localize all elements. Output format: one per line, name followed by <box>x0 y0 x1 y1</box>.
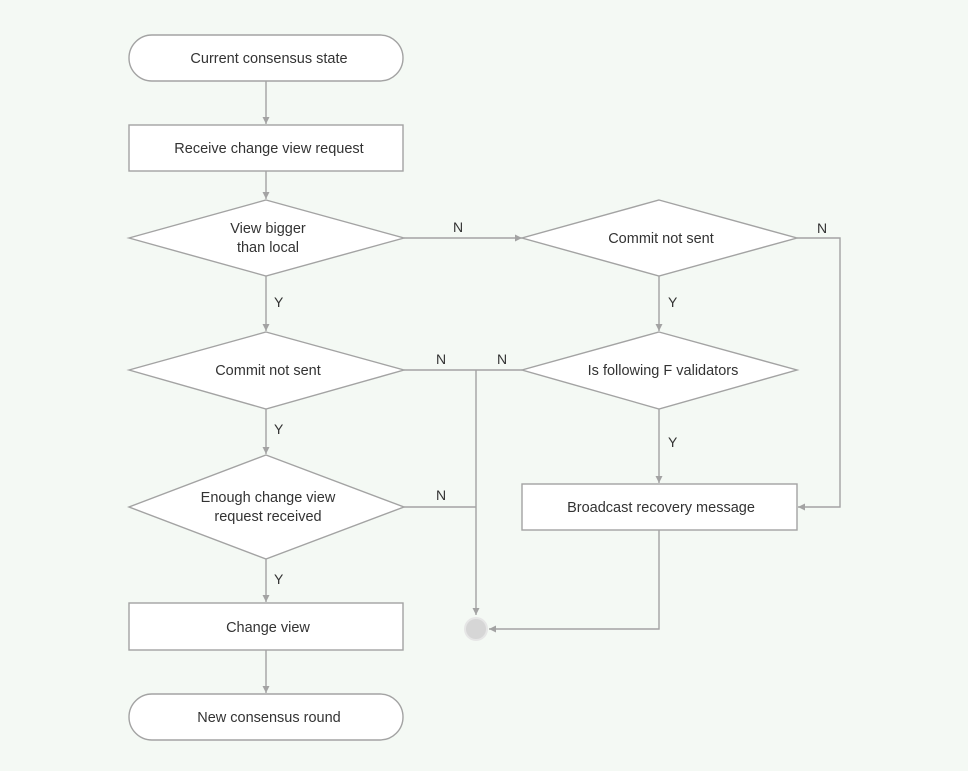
node-change-view-label: Change view <box>226 620 310 636</box>
label-following-no: N <box>497 351 507 367</box>
terminal-shape <box>128 34 404 82</box>
node-enough-label-line2: request received <box>214 509 321 525</box>
node-new-round: New consensus round <box>128 693 404 741</box>
node-commit-right-label: Commit not sent <box>608 231 714 247</box>
label-view-bigger-yes: Y <box>274 294 284 310</box>
node-enough: Enough change view request received <box>127 454 406 560</box>
label-commit-right-yes: Y <box>668 294 678 310</box>
node-start: Current consensus state <box>128 34 404 82</box>
node-enough-label-line1: Enough change view <box>201 490 336 506</box>
label-enough-no: N <box>436 487 446 503</box>
node-commit-left: Commit not sent <box>126 331 407 410</box>
edge-commit-right-no <box>797 237 841 511</box>
process-shape <box>128 124 404 172</box>
node-following-label: Is following F validators <box>588 363 739 379</box>
node-commit-left-label: Commit not sent <box>215 363 321 379</box>
label-view-bigger-no: N <box>453 219 463 235</box>
node-new-round-label: New consensus round <box>197 710 340 726</box>
decision-shape <box>519 331 800 410</box>
label-commit-left-yes: Y <box>274 421 284 437</box>
node-view-bigger: View bigger than local <box>126 199 407 277</box>
label-following-yes: Y <box>668 434 678 450</box>
process-shape <box>128 602 404 651</box>
edge-broadcast-to-end <box>489 530 660 633</box>
node-receive: Receive change view request <box>128 124 404 172</box>
node-change-view: Change view <box>128 602 404 651</box>
terminal-shape <box>128 693 404 741</box>
node-start-label: Current consensus state <box>190 51 347 67</box>
label-commit-right-no: N <box>817 220 827 236</box>
decision-shape <box>519 199 800 277</box>
node-following: Is following F validators <box>519 331 800 410</box>
decision-shape <box>126 331 407 410</box>
edges <box>262 81 841 693</box>
decision-shape <box>127 454 406 560</box>
decision-shape <box>126 199 407 277</box>
node-broadcast: Broadcast recovery message <box>521 483 798 531</box>
node-receive-label: Receive change view request <box>174 141 363 157</box>
edge-labels: N Y N Y N Y N Y N Y <box>274 219 827 587</box>
label-enough-yes: Y <box>274 571 284 587</box>
end-point <box>464 617 488 641</box>
node-view-bigger-label-line1: View bigger <box>230 221 306 237</box>
node-commit-right: Commit not sent <box>519 199 800 277</box>
node-view-bigger-label-line2: than local <box>237 240 299 256</box>
node-broadcast-label: Broadcast recovery message <box>567 500 755 516</box>
label-commit-left-no: N <box>436 351 446 367</box>
process-shape <box>521 483 798 531</box>
